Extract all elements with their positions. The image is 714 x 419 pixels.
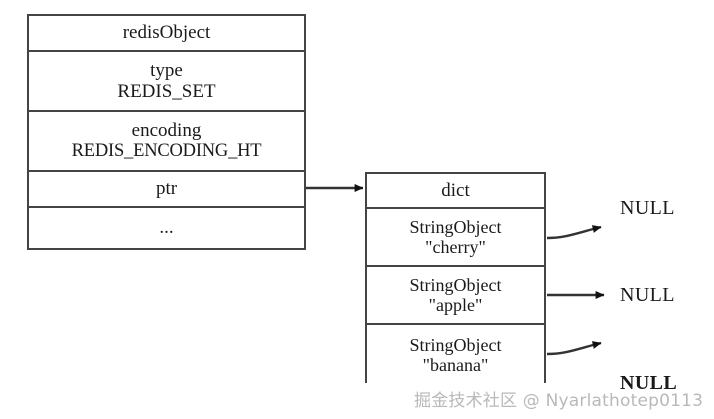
- dict-struct: dict StringObject "cherry" StringObject …: [365, 172, 546, 385]
- dict-entry-cherry-value: "cherry": [425, 237, 486, 257]
- null-terminal-banana: NULL: [620, 372, 678, 394]
- redis-object-row-encoding: encoding REDIS_ENCODING_HT: [29, 112, 304, 172]
- redis-object-more-label: ...: [159, 217, 174, 239]
- dict-header-label: dict: [441, 179, 470, 201]
- redis-object-header-label: redisObject: [122, 22, 211, 44]
- arrow-banana-to-null: [546, 341, 602, 356]
- redis-object-row-type: type REDIS_SET: [29, 52, 304, 112]
- arrow-cherry-to-null: [546, 225, 602, 240]
- dict-header: dict: [367, 174, 544, 209]
- dict-entry-apple: StringObject "apple": [367, 267, 544, 325]
- dict-entry-banana: StringObject "banana": [367, 325, 544, 385]
- redis-object-type-label: type: [150, 59, 183, 81]
- null-terminal-apple: NULL: [620, 284, 675, 306]
- watermark: 掘金技术社区 @ Nyarlathotep0113: [414, 391, 704, 411]
- redis-object-row-ptr: ptr: [29, 172, 304, 208]
- dict-entry-apple-value: "apple": [428, 295, 483, 315]
- dict-entry-cherry: StringObject "cherry": [367, 209, 544, 267]
- redis-object-ptr-label: ptr: [155, 178, 178, 200]
- redis-object-encoding-value: REDIS_ENCODING_HT: [71, 141, 262, 162]
- redis-object-encoding-label: encoding: [131, 120, 202, 141]
- redis-object-row-more: ...: [29, 208, 304, 248]
- dict-entry-apple-type: StringObject: [409, 274, 502, 295]
- null-terminal-cherry: NULL: [620, 197, 675, 219]
- dict-entry-banana-type: StringObject: [409, 334, 502, 355]
- redis-object-struct: redisObject type REDIS_SET encoding REDI…: [27, 14, 306, 250]
- dict-entry-banana-value: "banana": [422, 355, 489, 375]
- redis-object-type-value: REDIS_SET: [117, 81, 216, 102]
- redis-object-header: redisObject: [29, 16, 304, 52]
- dict-entry-cherry-type: StringObject: [409, 216, 502, 237]
